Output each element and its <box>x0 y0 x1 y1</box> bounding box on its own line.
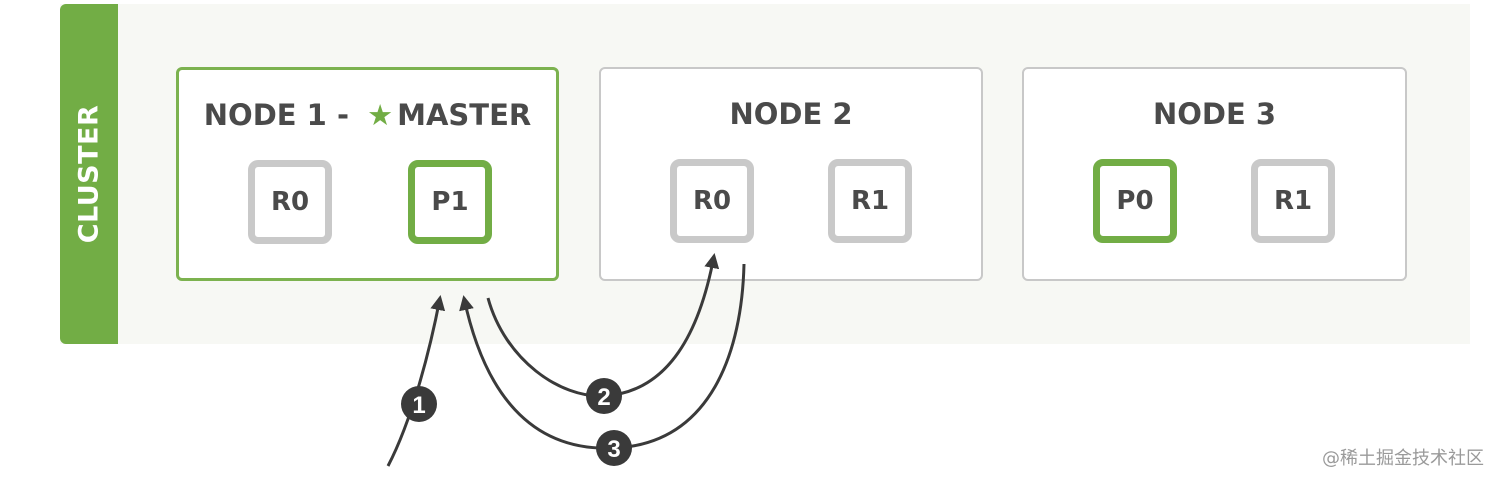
cluster-bar <box>60 4 118 344</box>
step-3-arrow <box>459 263 746 450</box>
node-1-title-text: NODE 1 - <box>203 98 360 132</box>
node-2-shard-r0: R0 <box>670 159 754 243</box>
node-3: NODE 3 P0 R1 <box>1022 67 1407 281</box>
node-1: NODE 1 - ★MASTER R0 P1 <box>176 67 559 281</box>
step-2-label: 2 <box>597 384 610 411</box>
step-1-arrow <box>386 295 446 467</box>
node-2-shard-r1: R1 <box>828 159 912 243</box>
node-2-title: NODE 2 <box>729 97 853 131</box>
node-2: NODE 2 R0 R1 <box>599 67 983 281</box>
step-1-badge: 1 <box>401 386 437 422</box>
node-3-shard-p0: P0 <box>1093 159 1177 243</box>
watermark: @稀土掘金技术社区 <box>1322 448 1484 469</box>
step-3-label: 3 <box>607 436 620 463</box>
star-icon: ★ <box>367 98 394 132</box>
node-1-shard-p1: P1 <box>408 160 492 244</box>
node-1-title: NODE 1 - ★MASTER <box>179 98 556 132</box>
step-1-label: 1 <box>412 392 425 419</box>
node-1-role: MASTER <box>397 98 532 132</box>
node-1-shard-r0: R0 <box>248 160 332 244</box>
step-2-arrow <box>486 253 720 398</box>
node-3-title: NODE 3 <box>1152 97 1277 131</box>
node-3-shard-r1: R1 <box>1251 159 1335 243</box>
step-2-badge: 2 <box>586 378 622 414</box>
step-3-badge: 3 <box>596 430 632 466</box>
